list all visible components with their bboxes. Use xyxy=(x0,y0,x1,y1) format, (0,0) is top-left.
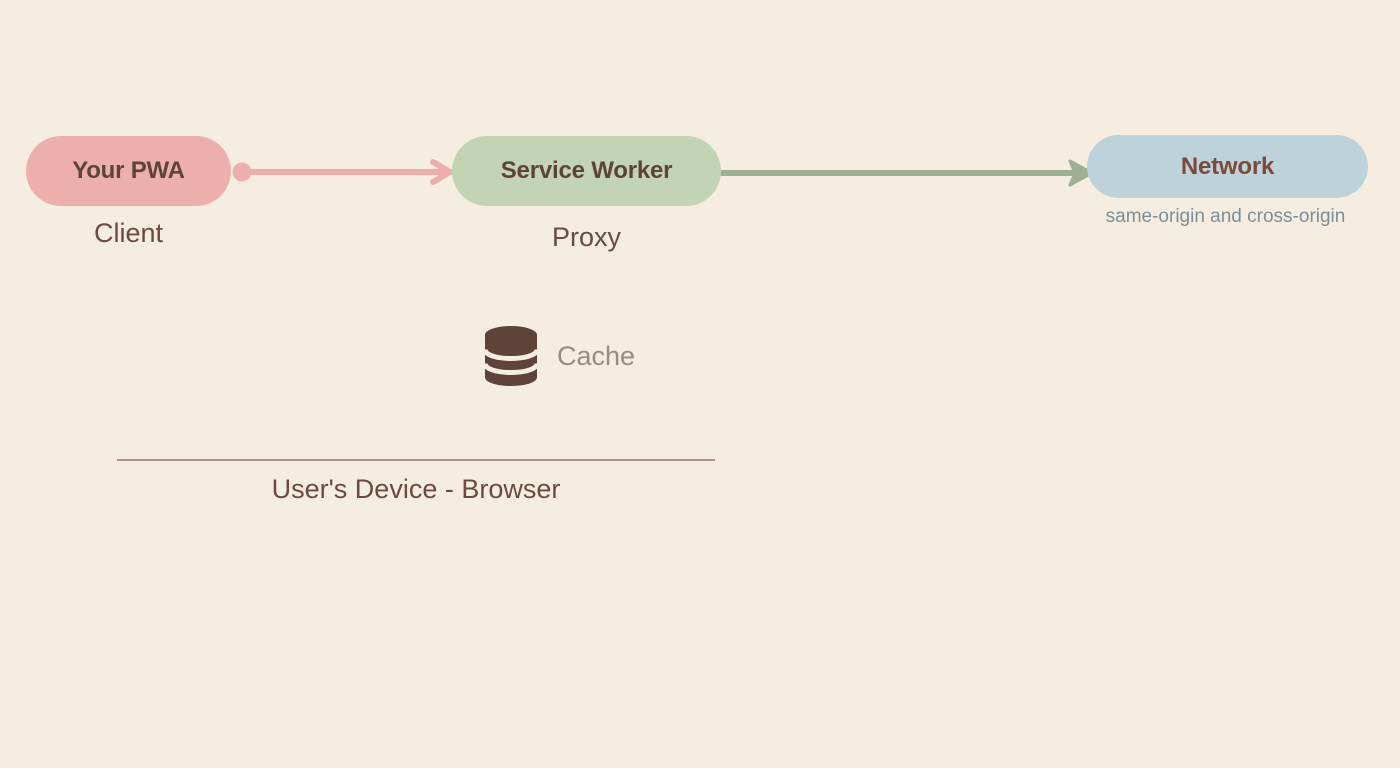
connector-pwa-to-service-worker xyxy=(232,159,453,185)
node-your-pwa[interactable]: Your PWA xyxy=(26,136,231,206)
node-service-worker[interactable]: Service Worker xyxy=(452,136,721,206)
caption-proxy: Proxy xyxy=(551,222,622,252)
node-label-service-worker: Service Worker xyxy=(500,157,673,184)
cache-group: Cache xyxy=(483,325,635,387)
database-icon xyxy=(483,326,539,386)
arrowhead-icon xyxy=(1068,159,1094,187)
arrowhead-icon xyxy=(430,159,453,185)
boundary-label: User's Device - Browser xyxy=(271,474,561,504)
caption-client: Client xyxy=(93,218,164,248)
node-label-your-pwa: Your PWA xyxy=(72,157,185,184)
cache-label: Cache xyxy=(557,340,636,371)
node-label-network: Network xyxy=(1180,152,1275,180)
connector-service-worker-to-network xyxy=(720,159,1094,187)
boundary-divider xyxy=(117,459,715,461)
caption-network-origins: same-origin and cross-origin xyxy=(1105,206,1346,227)
connector-start-dot-icon xyxy=(232,162,252,182)
node-network[interactable]: Network xyxy=(1087,135,1368,198)
